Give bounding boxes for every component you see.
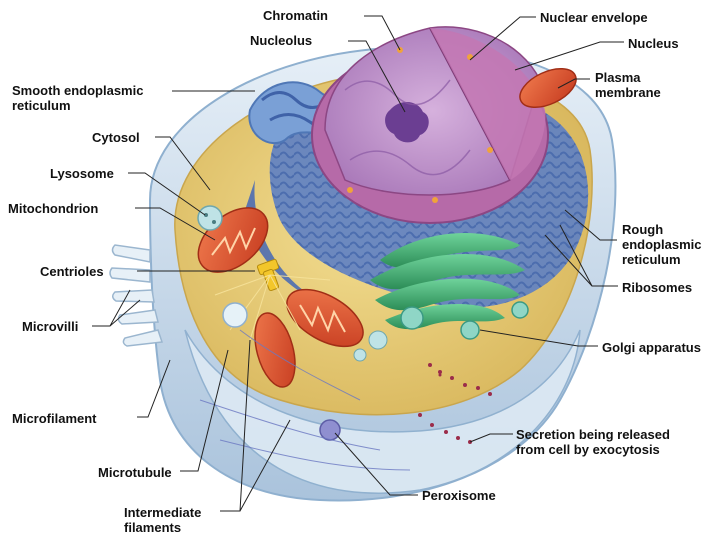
label-nucleus: Nucleus (628, 36, 679, 51)
label-golgi-apparatus: Golgi apparatus (602, 340, 701, 355)
label-smooth-er-line-2: reticulum (12, 98, 71, 113)
label-rough-er-line-2: endoplasmic (622, 237, 702, 252)
label-secretion-line-2: from cell by exocytosis (516, 442, 660, 457)
label-microtubule: Microtubule (98, 465, 172, 480)
vesicles (222, 302, 388, 441)
label-rough-er: Rough endoplasmic reticulum (622, 222, 701, 267)
label-nucleolus: Nucleolus (250, 33, 313, 48)
label-chromatin: Chromatin (263, 8, 328, 23)
label-intermediate-filaments-line-1: Intermediate (124, 505, 202, 520)
label-plasma-membrane-line-1: Plasma (595, 70, 641, 85)
label-nuclear-envelope: Nuclear envelope (540, 10, 648, 25)
label-lysosome: Lysosome (50, 166, 114, 181)
nucleolus-shape (385, 101, 429, 143)
label-intermediate-filaments-line-2: filaments (124, 520, 182, 535)
label-microvilli: Microvilli (22, 319, 79, 334)
label-rough-er-line-1: Rough (622, 222, 664, 237)
label-plasma-membrane: Plasma membrane (595, 70, 661, 100)
filaments (199, 329, 411, 471)
nucleus (311, 26, 549, 224)
centrioles (214, 258, 331, 341)
secretion-particles (418, 363, 492, 444)
golgi-apparatus (370, 233, 529, 340)
label-peroxisome: Peroxisome (422, 488, 496, 503)
lysosome (197, 205, 223, 231)
leader-lines (92, 15, 624, 512)
label-intermediate-filaments: Intermediate filaments (124, 505, 201, 535)
label-smooth-er: Smooth endoplasmic reticulum (12, 83, 143, 113)
label-centrioles: Centrioles (40, 264, 104, 279)
label-ribosomes: Ribosomes (622, 280, 693, 295)
label-cytosol: Cytosol (92, 130, 140, 145)
label-microfilament: Microfilament (12, 411, 97, 426)
label-secretion-line-1: Secretion being released (516, 427, 670, 442)
label-secretion: Secretion being released from cell by ex… (516, 427, 670, 457)
label-mitochondrion: Mitochondrion (8, 201, 99, 216)
microvilli (109, 244, 164, 347)
label-smooth-er-line-1: Smooth endoplasmic (12, 83, 144, 98)
label-plasma-membrane-line-2: membrane (595, 85, 661, 100)
label-rough-er-line-3: reticulum (622, 252, 681, 267)
